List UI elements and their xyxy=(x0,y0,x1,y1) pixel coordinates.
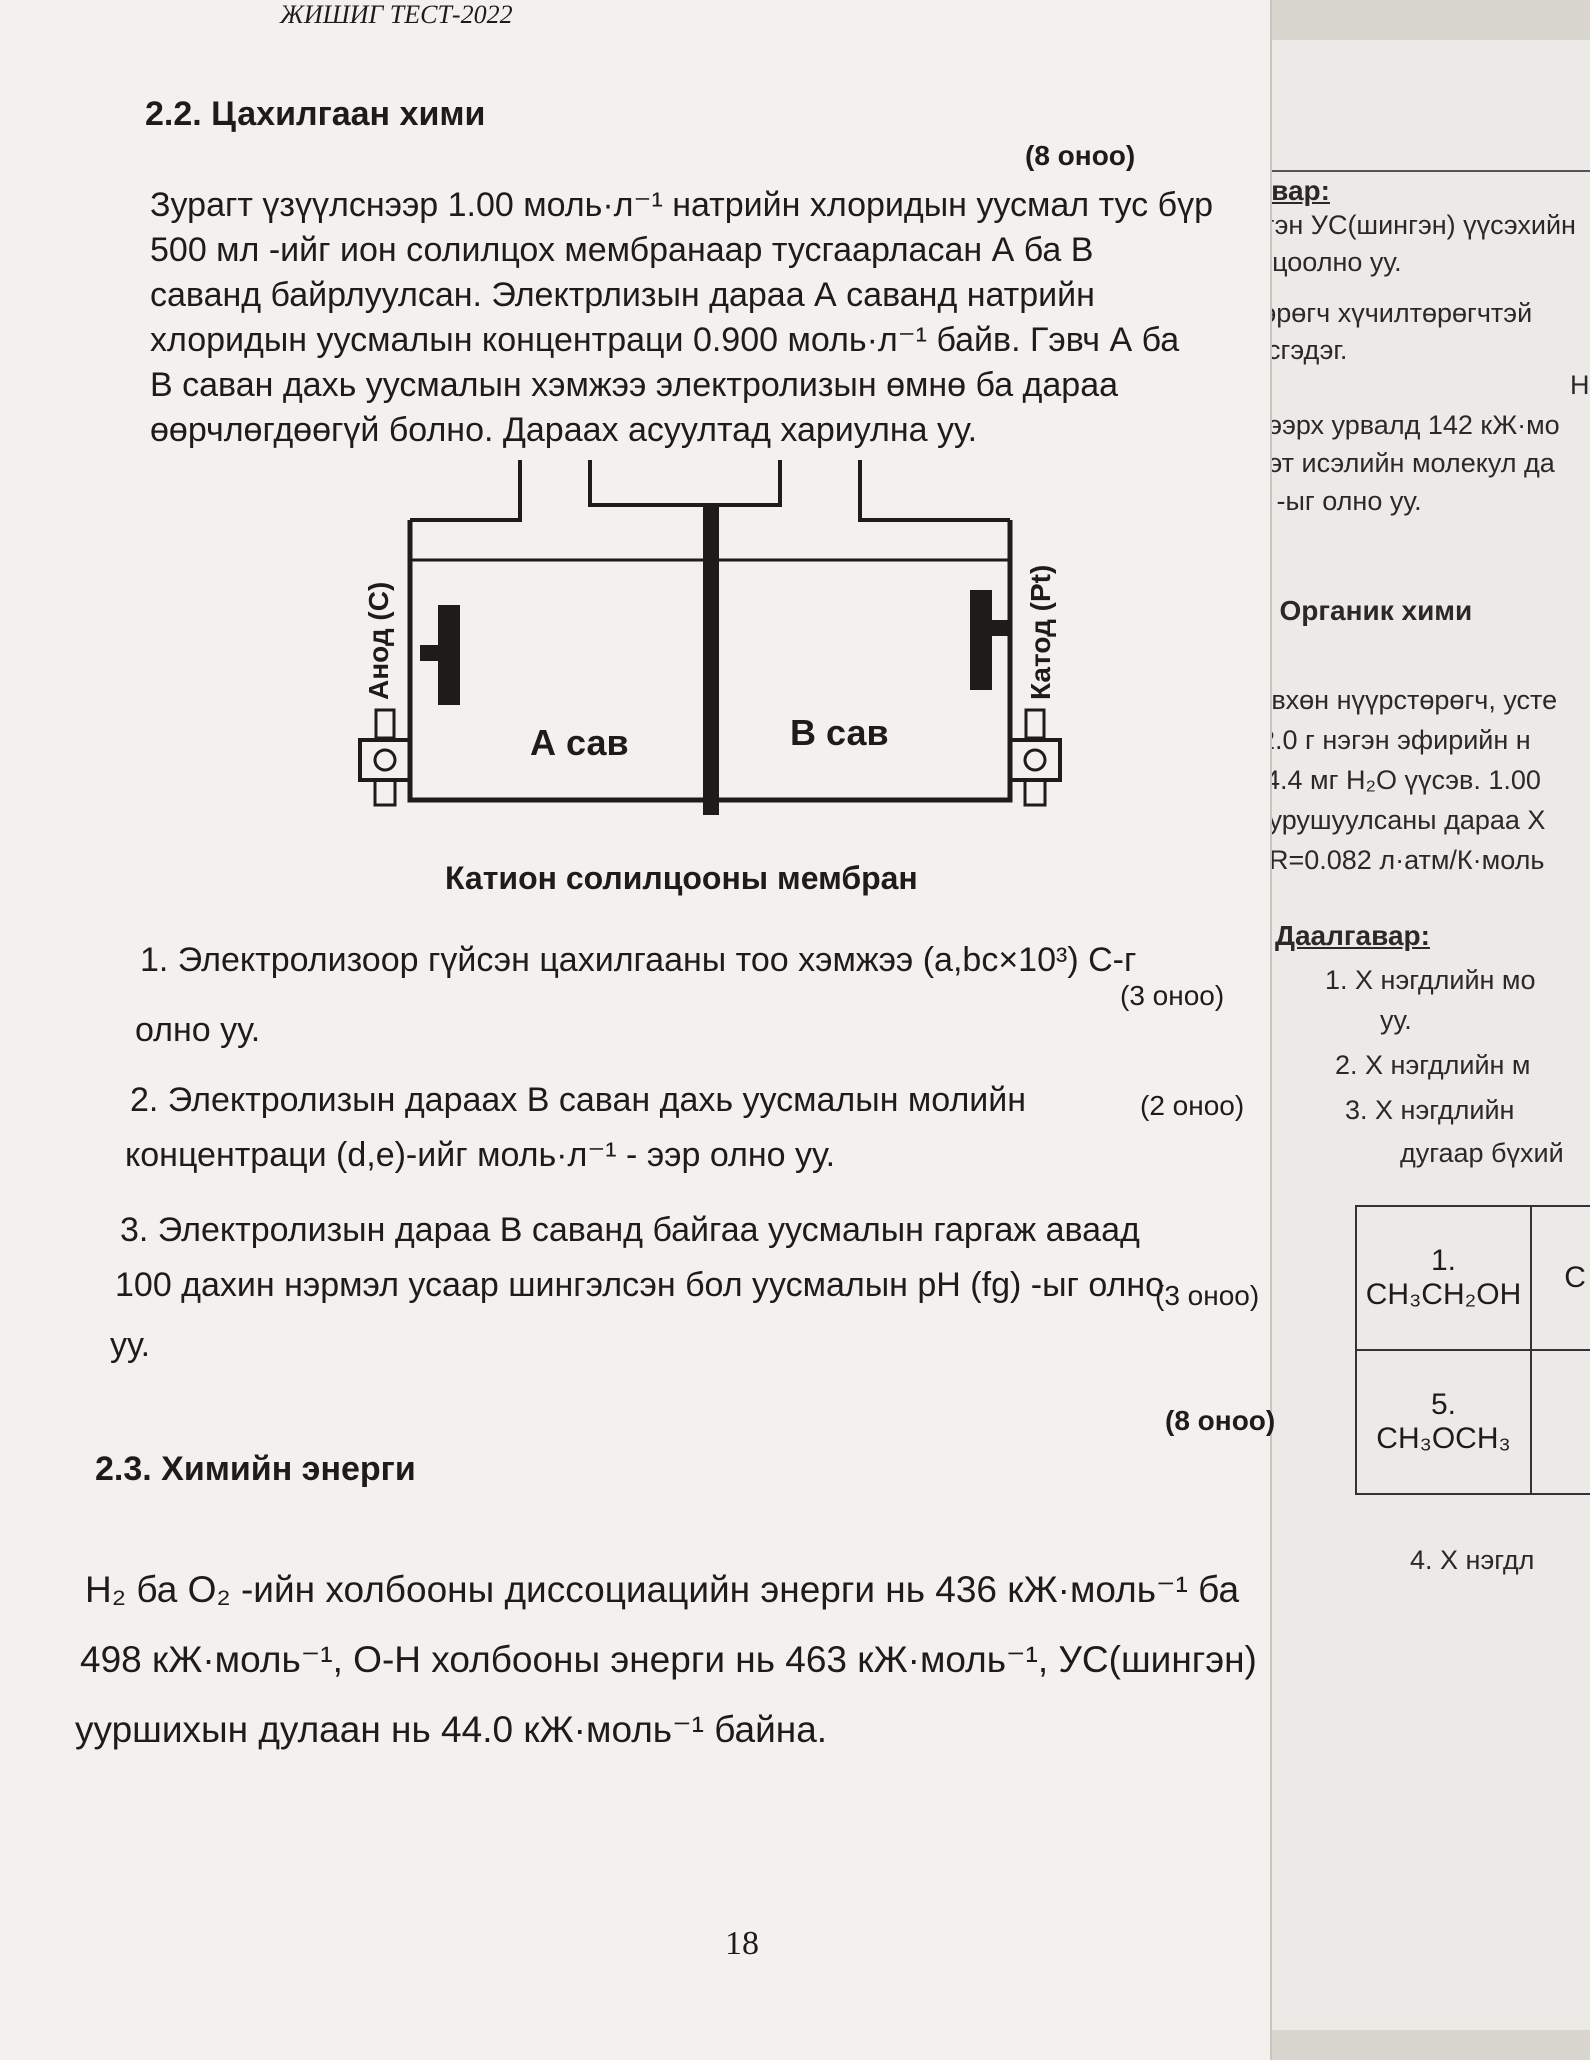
page-number: 18 xyxy=(725,1925,759,1962)
question-1-line2: олно уу. xyxy=(135,1011,261,1049)
intro-line: Зурагт үзүүлснээр 1.00 моль·л⁻¹ натрийн … xyxy=(150,186,1213,224)
electrolysis-diagram: Анод (C) Катод (Pt) А сав В сав xyxy=(358,460,1062,815)
section-title-2-2: 2.2. Цахилгаан хими xyxy=(145,95,486,133)
membrane xyxy=(703,505,719,815)
question-3-line3: уу. xyxy=(110,1326,151,1364)
energy-line: 498 кЖ·моль⁻¹, O-H холбооны энерги нь 46… xyxy=(80,1639,1257,1680)
task2-line: дугаар бүхий xyxy=(1400,1138,1564,1168)
energy-line: H₂ ба O₂ -ийн холбооны диссоциацийн энер… xyxy=(85,1569,1240,1610)
reaction-line: хэт исэлийн молекул да xyxy=(1255,448,1555,478)
organic-line: Зөвхөн нүүрстөрөгч, усте xyxy=(1240,685,1558,715)
table-cell: C xyxy=(1530,1205,1590,1351)
question-points: (3 оноо) xyxy=(1120,980,1225,1011)
cell-b-label: В сав xyxy=(790,712,889,753)
cell-a-label: А сав xyxy=(530,722,629,763)
intro-line: В саван дахь уусмалын хэмжээ электролизы… xyxy=(150,366,1119,404)
task2-line: уу. xyxy=(1380,1005,1412,1035)
fragment-text: Н xyxy=(1570,370,1590,400)
intro-line: саванд байрлуулсан. Электрлизын дараа А … xyxy=(150,276,1095,314)
left-page: ЖИШИГ ТЕСТ-2022 2.2. Цахилгаан хими (8 о… xyxy=(0,0,1276,2060)
running-title: ЖИШИГ ТЕСТ-2022 xyxy=(280,0,513,29)
organic-line: уурушуулсаны дараа X xyxy=(1255,805,1546,835)
cathode-label: Катод (Pt) xyxy=(1025,565,1056,700)
anode-label: Анод (C) xyxy=(363,582,394,700)
question-3: 3. Электролизын дараа В саванд байгаа уу… xyxy=(120,1211,1140,1249)
question-points: (2 оноо) xyxy=(1140,1090,1245,1121)
cathode-electrode xyxy=(970,590,992,690)
organic-line: 12.0 г нэгэн эфирийн н xyxy=(1245,725,1531,755)
page-rule xyxy=(1145,170,1590,172)
intro-line: 500 мл -ийг ион солилцох мембранаар тусг… xyxy=(150,231,1094,269)
task2-line: 3. Х нэгдлийн xyxy=(1345,1095,1515,1125)
intro-line: өөрчлөгдөөгүй болно. Дараах асуултад хар… xyxy=(150,411,978,449)
section-points: (8 оноо) xyxy=(1025,140,1136,171)
question-1: 1. Электролизоор гүйсэн цахилгааны тоо х… xyxy=(140,941,1137,979)
task2-line: 2. Х нэгдлийн м xyxy=(1335,1050,1531,1080)
intro-line: хлоридын уусмалын концентраци 0.900 моль… xyxy=(150,321,1180,359)
organic-line: 14.4 мг H₂O үүсэв. 1.00 xyxy=(1250,765,1541,795)
compound-table: 1.CH₃CH₂OH C 5.CH₃OCH₃ xyxy=(1354,1205,1590,1495)
organic-line: (R=0.082 л·атм/К·моль xyxy=(1260,845,1545,875)
question-points: (3 оноо) xyxy=(1155,1280,1260,1311)
section-points: (8 оноо) xyxy=(1165,1405,1276,1436)
left-tap-icon xyxy=(358,708,412,807)
table-cell: 5.CH₃OCH₃ xyxy=(1354,1349,1533,1495)
task-4: 4. Х нэгдл xyxy=(1410,1545,1535,1575)
anode-electrode xyxy=(438,605,460,705)
question-2-line2: концентраци (d,e)-ийг моль·л⁻¹ - ээр олн… xyxy=(125,1136,836,1174)
reaction-line: ¹ -ыг олно уу. xyxy=(1260,486,1422,516)
energy-line: ууршихын дулаан нь 44.0 кЖ·моль⁻¹ байна. xyxy=(75,1709,828,1750)
table-row: 5.CH₃OCH₃ xyxy=(1354,1349,1590,1495)
task2-line: 1. Х нэгдлийн мо xyxy=(1325,965,1536,995)
task-header-2: Даалгавар: xyxy=(1275,920,1430,951)
section-title-2-3: 2.3. Химийн энерги xyxy=(95,1450,416,1488)
right-tap-icon xyxy=(1008,708,1062,807)
membrane-caption: Катион солилцооны мембран xyxy=(445,860,918,896)
question-3-line2: 100 дахин нэрмэл усаар шингэлсэн бол уус… xyxy=(115,1266,1165,1304)
table-row: 1.CH₃CH₂OH C xyxy=(1354,1205,1590,1351)
question-2: 2. Электролизын дараах В саван дахь уусм… xyxy=(130,1081,1027,1119)
table-cell xyxy=(1530,1349,1590,1495)
table-cell: 1.CH₃CH₂OH xyxy=(1354,1205,1533,1351)
reaction-line: Дээрх урвалд 142 кЖ·мо xyxy=(1250,410,1560,440)
